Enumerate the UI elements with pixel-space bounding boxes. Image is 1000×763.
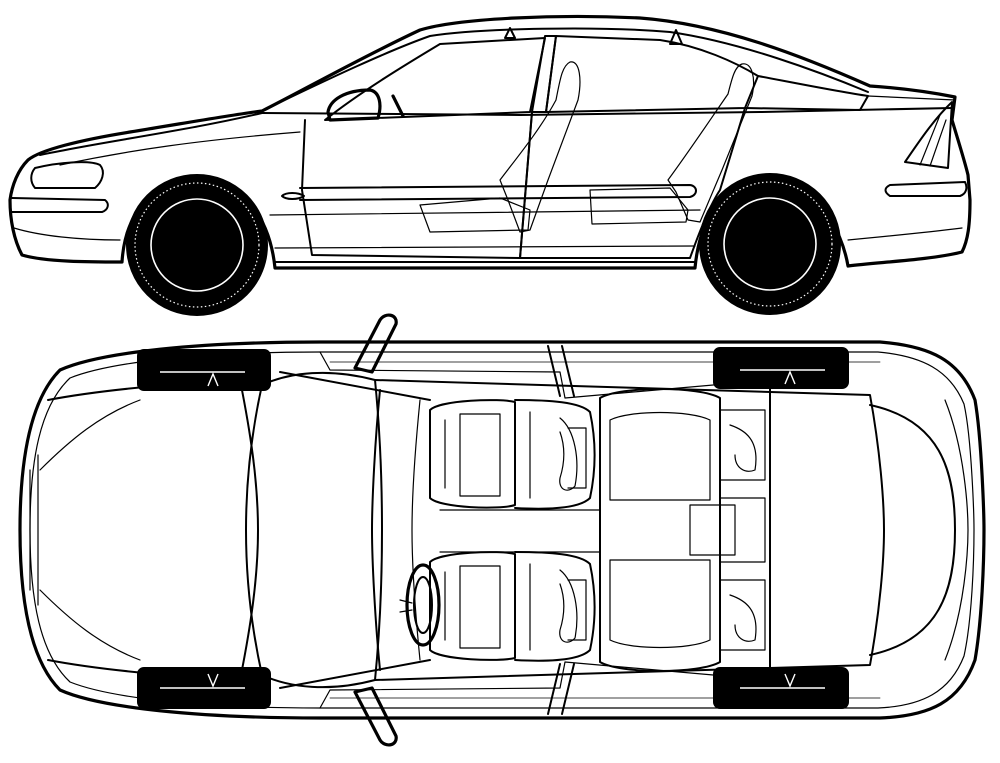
top-door-upper	[319, 351, 771, 399]
top-tyre-front-left	[137, 349, 271, 391]
side-trunk-line	[867, 95, 956, 101]
side-hood-line	[39, 112, 263, 156]
top-front-grille	[29, 454, 39, 606]
top-b-pillar-lower	[547, 663, 575, 715]
top-hood-crease-upper	[39, 399, 141, 471]
side-front-window	[324, 37, 546, 121]
side-mirror-stalk	[391, 94, 405, 118]
top-a-pillar-right	[279, 659, 431, 689]
top-rear-seat	[599, 388, 766, 672]
side-rear-window	[545, 35, 759, 113]
side-front-bumper	[11, 197, 109, 213]
top-tyre-front-right	[137, 667, 271, 709]
top-a-pillar-left	[279, 371, 431, 401]
side-rear-seat-cushion	[589, 187, 689, 225]
top-mirror-lower	[353, 686, 398, 747]
side-rear-lower	[847, 227, 963, 241]
top-hood-crease-lower	[39, 589, 141, 661]
top-body-outline	[18, 340, 986, 720]
side-hood-crease	[59, 131, 301, 166]
top-tyre-rear-left	[713, 347, 849, 389]
side-c-pillar	[744, 75, 869, 111]
side-rocker	[274, 245, 696, 249]
top-steering-wheel	[399, 563, 441, 647]
side-rear-seat	[667, 63, 755, 223]
top-roof	[374, 379, 885, 681]
side-b-pillar	[531, 35, 557, 113]
side-rear-wheel	[699, 173, 841, 315]
side-roof-marker-front	[504, 27, 516, 39]
top-front-seat-right	[429, 551, 596, 662]
top-windshield	[245, 371, 383, 689]
side-roof-marker-rear	[669, 29, 683, 45]
side-mirror	[326, 88, 382, 122]
side-view	[8, 14, 972, 316]
top-hood	[47, 379, 259, 681]
top-view	[18, 313, 986, 747]
top-dash-inner	[411, 399, 421, 661]
side-repeater	[281, 192, 305, 200]
top-b-pillar-upper	[547, 345, 575, 397]
top-door-lower	[319, 661, 771, 709]
side-front-wheel	[126, 174, 268, 316]
top-body-inner	[29, 351, 975, 709]
side-molding	[299, 184, 697, 201]
top-mirror-upper	[353, 313, 398, 374]
top-center-console	[439, 509, 601, 553]
top-trunk-edge	[944, 399, 969, 661]
side-front-seat	[499, 61, 581, 233]
top-dashboard	[371, 389, 381, 671]
side-belt-line	[261, 107, 953, 116]
side-front-door	[301, 111, 533, 259]
top-rear-deck	[869, 404, 956, 656]
side-rear-bumper	[884, 181, 968, 197]
side-front-lower	[13, 227, 121, 241]
side-body-outline	[8, 14, 972, 270]
side-tail-lines	[919, 114, 947, 167]
side-molding-lower	[269, 209, 701, 216]
top-front-seat-left	[429, 399, 596, 510]
top-tyre-rear-right	[713, 667, 849, 709]
side-front-seat-cushion	[419, 197, 531, 233]
side-headlight	[30, 161, 104, 189]
side-taillight	[904, 101, 953, 169]
side-roof-line	[261, 27, 869, 112]
